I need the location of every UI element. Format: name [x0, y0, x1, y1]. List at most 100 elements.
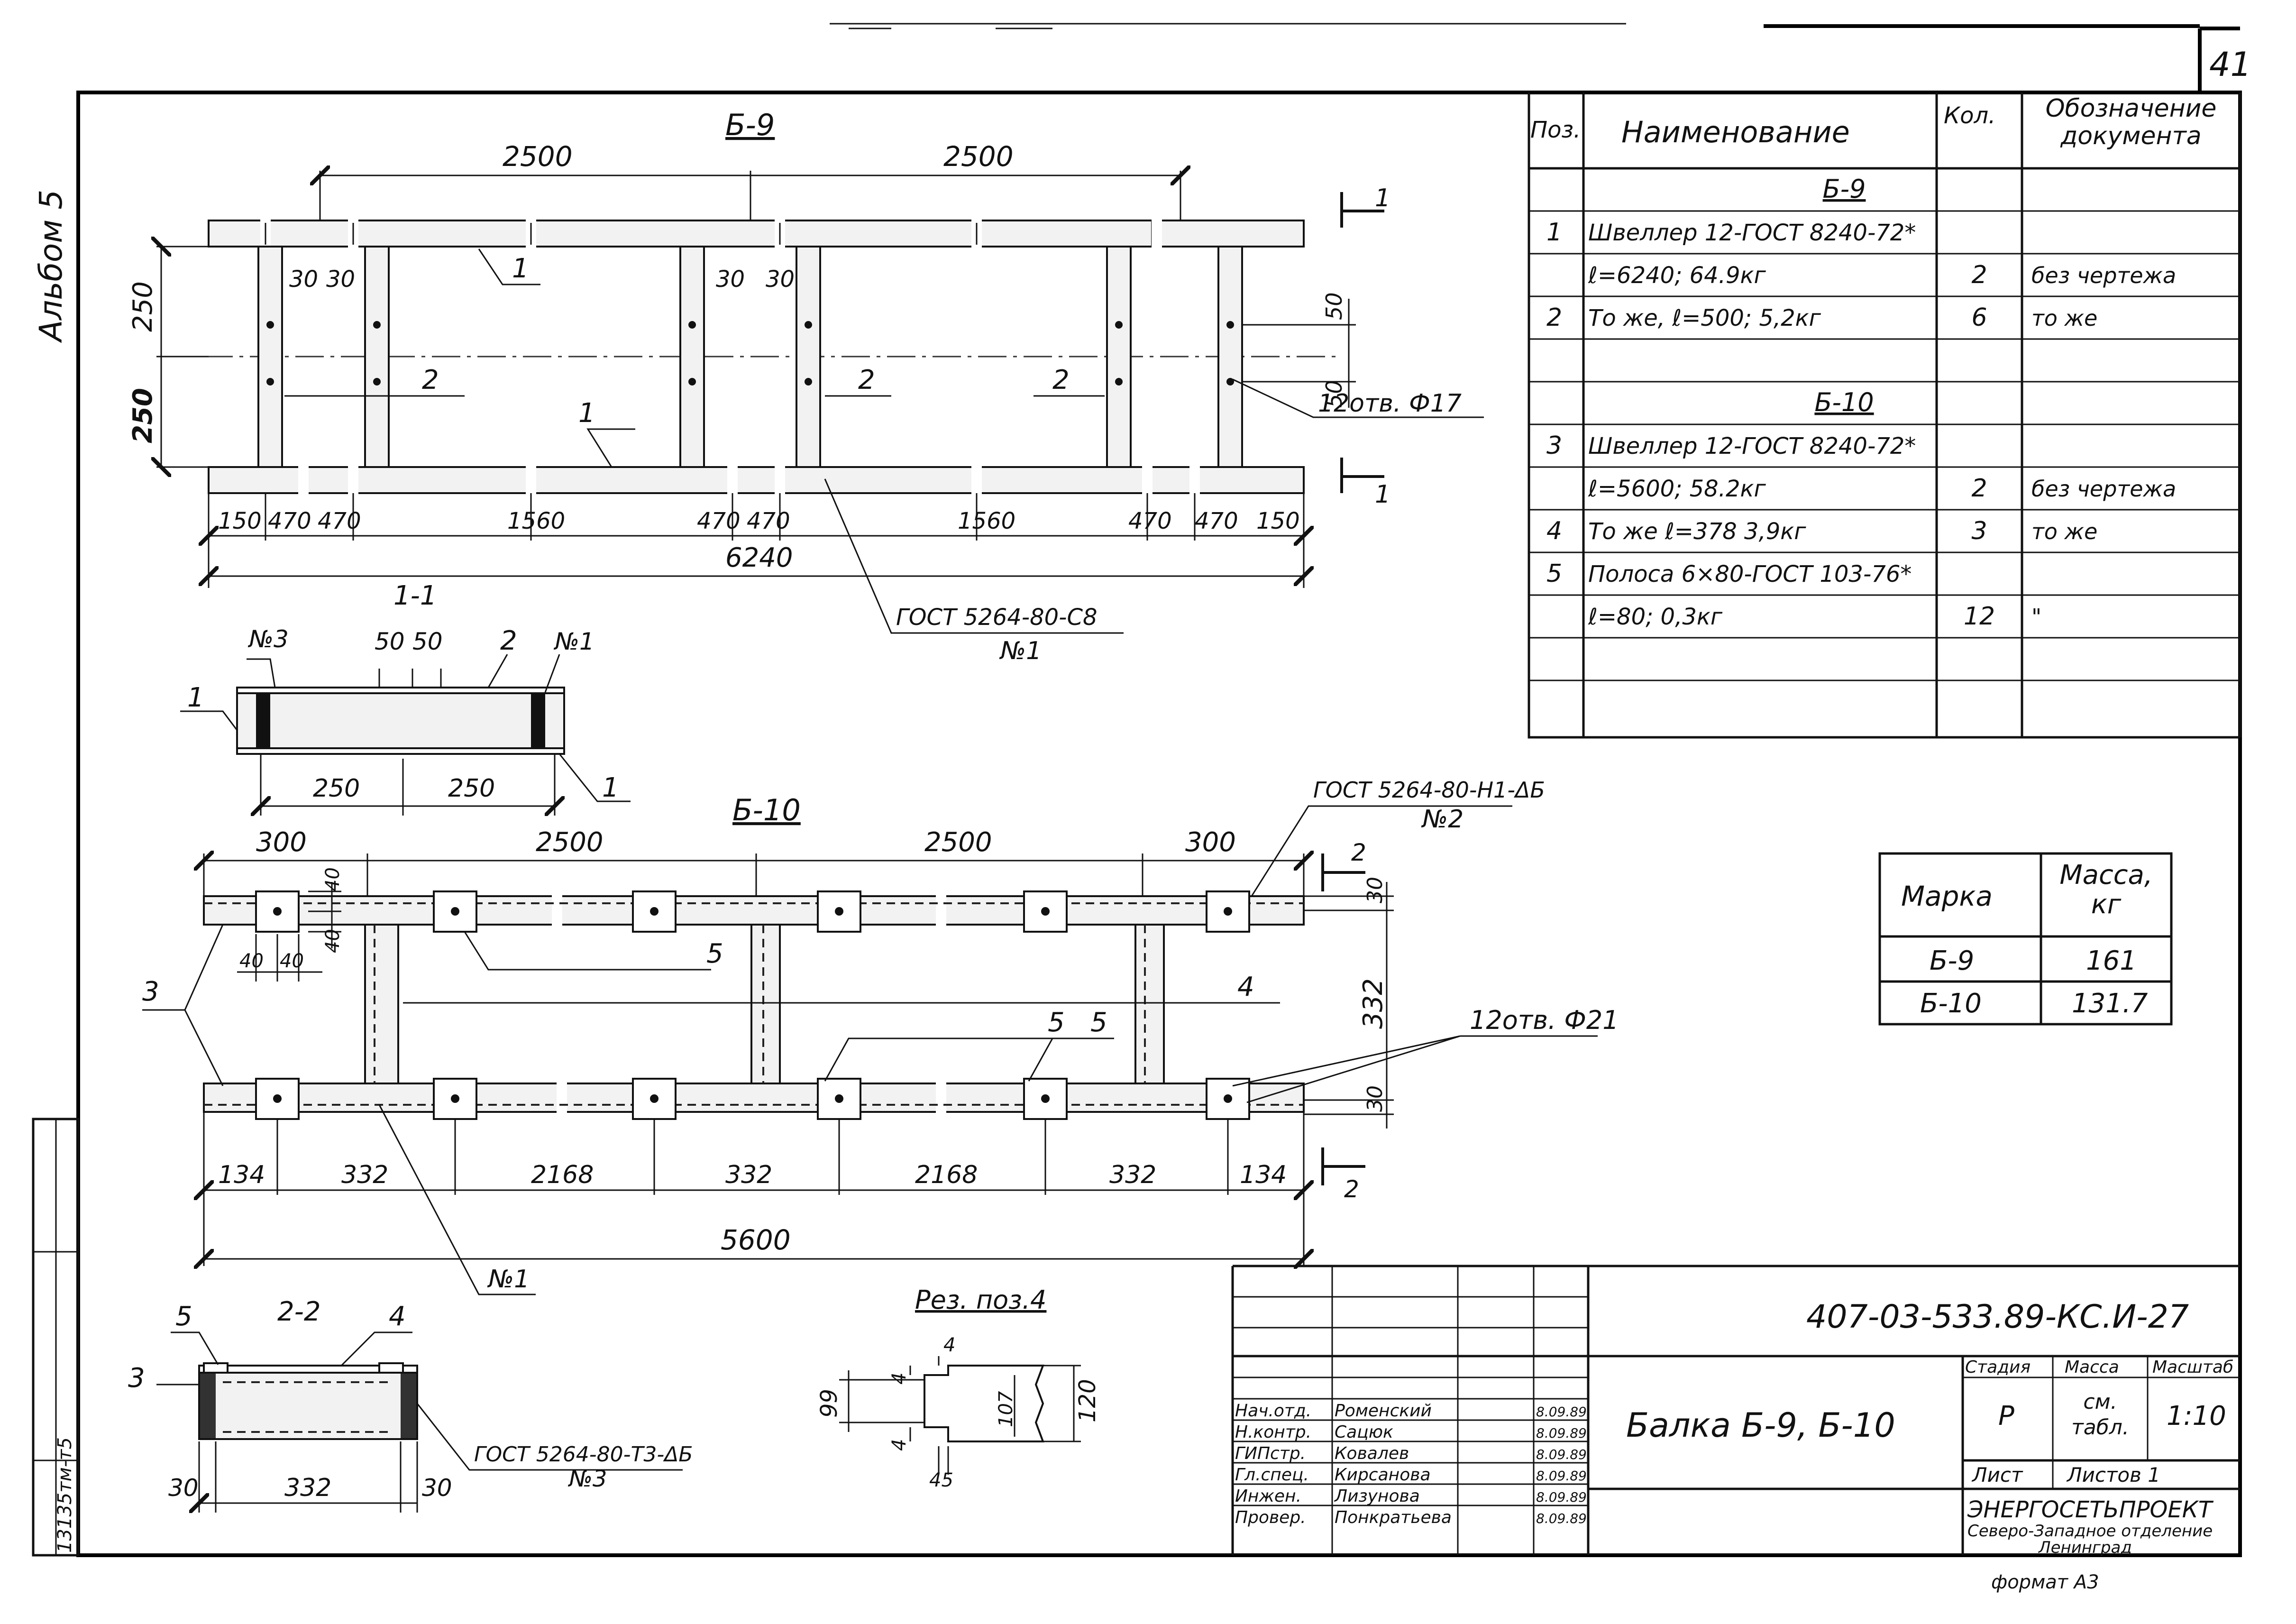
section-11-pos-2: 2 [500, 625, 517, 656]
view-b10-title: Б-10 [732, 793, 801, 827]
spec-row-6-name: Б-10 [1814, 387, 1874, 417]
title-org-city: Ленинград [2038, 1538, 2132, 1557]
spec-row-1-name: Б-9 [1823, 174, 1866, 204]
spec-row-9-qty: 3 [1971, 517, 1987, 545]
b9-channel-top [208, 220, 1153, 248]
view-b9-title: Б-9 [725, 108, 775, 142]
b10-plates [255, 890, 1250, 1120]
b10-weld-number: №2 [1421, 805, 1464, 834]
b10-overall-dim: 5600 [721, 1224, 791, 1256]
spec-row-9-name: То же ℓ=378 3,9кг [1588, 518, 1806, 545]
b9-holes-note: 12отв. Ф17 [1318, 389, 1462, 418]
signature-2-name: Сацюк [1335, 1422, 1393, 1442]
cut-dim-120: 120 [1074, 1379, 1101, 1422]
section-11-weld-3: №3 [247, 625, 289, 653]
b10-top-dim-2: 2500 [536, 827, 604, 858]
b9-bottom-dim-9: 470 [1195, 508, 1238, 534]
title-sheets-label: Листов 1 [2066, 1463, 2160, 1486]
spec-row-9-pos: 4 [1546, 517, 1562, 545]
album-label: Альбом 5 [33, 190, 69, 343]
signature-1-name: Роменский [1335, 1401, 1432, 1421]
mass-header-value: Масса, кг [2059, 861, 2153, 920]
page-number: 41 [2209, 45, 2251, 84]
spec-row-11-name: ℓ=80; 0,3кг [1588, 604, 1723, 630]
spec-row-7-name: Швеллер 12-ГОСТ 8240-72* [1588, 433, 1916, 459]
section-22-dim-1: 30 [168, 1474, 199, 1502]
spec-row-8-qty: 2 [1971, 474, 1987, 503]
b9-height-dim-2: 250 [128, 388, 158, 443]
b10-pos-4: 4 [1237, 972, 1254, 1002]
section-11-dim-top-1: 50 [375, 628, 405, 655]
b9-pos-label-1b: 1 [578, 398, 595, 429]
title-stage: Р [1998, 1401, 2014, 1431]
b10-weld-note: ГОСТ 5264-80-Н1-ΔБ [1313, 777, 1545, 803]
section-22-weld-number: №3 [567, 1466, 607, 1492]
signature-3-role: ГИПстр. [1235, 1444, 1306, 1463]
section-11-profile [236, 690, 565, 752]
mass-row-2-mark: Б-10 [1920, 988, 1982, 1019]
b9-stiffeners [257, 246, 1243, 468]
b9-bottom-dim-5: 470 [697, 508, 741, 534]
title-org: ЭНЕРГОСЕТЬПРОЕКТ [1967, 1496, 2214, 1523]
spec-row-4-pos: 2 [1546, 303, 1562, 332]
title-sheet-label: Лист [1971, 1463, 2023, 1486]
b9-gap-1: 30 [289, 266, 318, 293]
b9-bottom-dim-1: 150 [218, 508, 262, 534]
b9-bottom-dim-8: 470 [1128, 508, 1172, 534]
mass-row-1-value: 161 [2086, 945, 2137, 976]
b9-pos-label-2a: 2 [422, 365, 439, 395]
section-11-dim-top-2: 50 [412, 628, 443, 655]
section-1-1: 1-1 50 50 №3 2 №1 1 1 250 250 [180, 580, 631, 816]
signature-6-name: Понкратьева [1335, 1508, 1452, 1527]
b9-cut-label-top: 1 [1375, 184, 1390, 212]
cut-dim-4c: 4 [888, 1439, 910, 1451]
signature-4-name: Кирсанова [1335, 1465, 1431, 1485]
b9-weld-number: №1 [999, 637, 1042, 665]
spec-row-9-doc: то же [2031, 519, 2097, 544]
b10-top-dim-3: 2500 [924, 827, 992, 858]
mass-row-1-mark: Б-9 [1930, 945, 1974, 976]
b10-bottom-dim-3: 2168 [531, 1161, 594, 1189]
spec-row-7-pos: 3 [1546, 431, 1562, 460]
title-mass-label: Масса [2065, 1358, 2119, 1377]
cut-detail-pos4: Рез. поз.4 4 4 99 107 120 4 45 [816, 1285, 1101, 1491]
signature-3-name: Ковалев [1335, 1444, 1409, 1463]
signature-6-date: 8.09.89 [1536, 1511, 1587, 1526]
b10-top-dim-1: 300 [256, 827, 307, 858]
cut-dim-4b: 4 [888, 1373, 910, 1385]
spec-row-4-name: То же, ℓ=500; 5,2кг [1588, 305, 1821, 331]
b10-cut-label-top: 2 [1351, 839, 1366, 866]
section-22-weld-note: ГОСТ 5264-80-Т3-ΔБ [474, 1442, 693, 1467]
b9-height-dim-1: 250 [128, 281, 158, 332]
side-stamp: 13135тм-т5 [54, 1437, 76, 1553]
signature-5-date: 8.09.89 [1536, 1489, 1587, 1505]
b9-hole-dim-1: 50 [1321, 292, 1347, 320]
cut-dim-99: 99 [816, 1389, 842, 1418]
b9-pos-label-1a: 1 [512, 253, 529, 284]
b9-hole-dim-2: 50 [1321, 380, 1347, 408]
spec-row-11-doc: " [2031, 604, 2041, 630]
b10-plate-dim-3: 40 [322, 867, 344, 891]
spec-row-8-name: ℓ=5600; 58.2кг [1588, 476, 1766, 502]
b10-bottom-dim-6: 332 [1109, 1161, 1156, 1189]
b10-cut-label-bottom: 2 [1344, 1175, 1359, 1203]
b9-cut-label-bottom: 1 [1375, 480, 1390, 509]
mass-header-mark: Марка [1901, 880, 1993, 912]
spec-row-10-pos: 5 [1546, 560, 1562, 588]
b10-right-dim-3: 30 [1363, 1085, 1387, 1112]
mass-table: Марка Масса, кг Б-9 161 Б-10 131.7 [1878, 852, 2173, 1026]
b9-gap-4: 30 [766, 266, 795, 293]
b10-channel-bottom [203, 1083, 1305, 1113]
b10-plate-dim-1: 40 [239, 950, 264, 972]
section-22-dim-3: 30 [422, 1474, 452, 1502]
cut-dim-45: 45 [929, 1469, 953, 1491]
section-11-dim-2: 250 [448, 774, 495, 803]
b10-right-dim-1: 30 [1363, 877, 1387, 903]
title-scale-label: Масштаб [2152, 1358, 2233, 1377]
b10-right-dim-2: 332 [1358, 978, 1389, 1029]
b10-bottom-dim-7: 134 [1240, 1161, 1287, 1189]
spec-row-4-qty: 6 [1971, 303, 1987, 332]
b10-pos-5c: 5 [1048, 1007, 1065, 1038]
